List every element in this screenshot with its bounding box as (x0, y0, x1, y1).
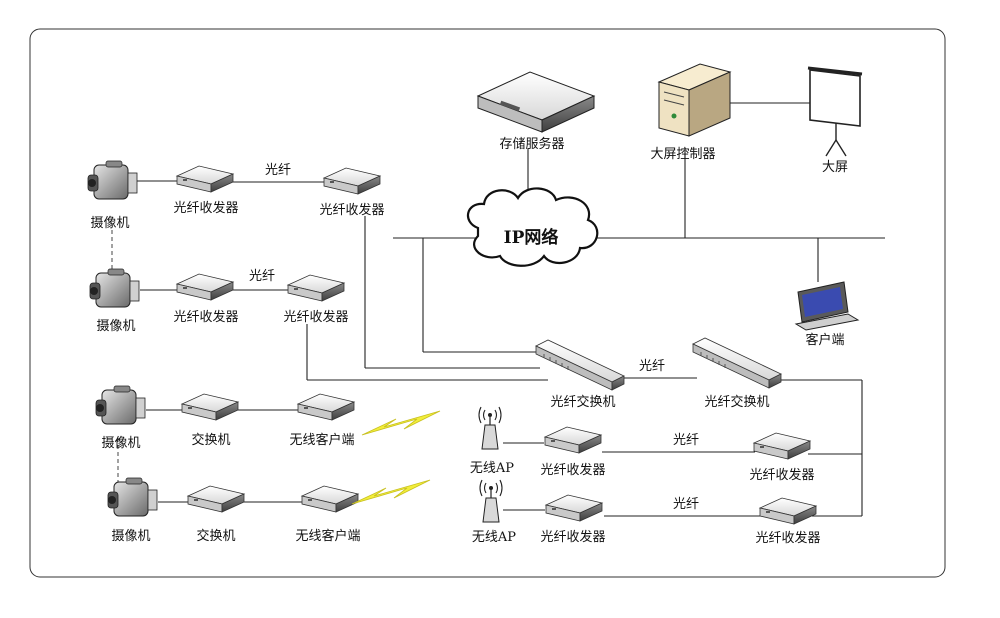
transceiver-2b: 光纤收发器 (283, 274, 349, 325)
ip-network-cloud: IP网络 (467, 187, 599, 267)
camera-3-label: 摄像机 (101, 436, 140, 451)
fiber-label-2: 光纤 (249, 269, 275, 284)
transceiver-1a-label: 光纤收发器 (173, 200, 238, 216)
wireless-ap-3-label: 无线AP (470, 461, 514, 476)
wireless-ap-3: 无线AP (470, 406, 514, 476)
camera-2: 摄像机 (89, 268, 140, 334)
wall-controller: 大屏控制器 (650, 63, 732, 162)
transceiver-2a-label: 光纤收发器 (173, 309, 238, 325)
wireless-client-4-label: 无线客户端 (295, 528, 360, 544)
wireless-client-3: 无线客户端 (289, 393, 355, 448)
client-label: 客户端 (805, 332, 844, 348)
camera-1: 摄像机 (87, 160, 138, 231)
wireless-signal-bolt (351, 479, 431, 505)
switch-4-label: 交换机 (196, 528, 235, 544)
transceiver-4b-label: 光纤收发器 (755, 530, 820, 546)
client-computer: 客户端 (794, 281, 860, 348)
switch-3: 交换机 (181, 393, 239, 448)
storage-server: 存储服务器 (476, 71, 596, 152)
transceiver-2b-label: 光纤收发器 (283, 309, 348, 325)
transceiver-2a: 光纤收发器 (173, 273, 239, 325)
fiber-label-4: 光纤 (673, 497, 699, 512)
connection-lines (111, 102, 885, 517)
camera-1-label: 摄像机 (90, 216, 129, 231)
transceiver-4a: 光纤收发器 (540, 494, 606, 545)
storage-server-label: 存储服务器 (499, 136, 564, 152)
wireless-row-2: 摄像机 交换机 无线客户端 无线AP 光纤收发器 光纤 光纤收发器 (107, 477, 821, 546)
transceiver-3a: 光纤收发器 (540, 426, 606, 478)
transceiver-3b-label: 光纤收发器 (749, 467, 814, 483)
transceiver-1b-label: 光纤收发器 (319, 202, 384, 218)
camera-3: 摄像机 (95, 385, 146, 451)
transceiver-1b: 光纤收发器 (319, 167, 385, 218)
switch-4: 交换机 (187, 485, 245, 544)
wireless-row-1: 摄像机 交换机 无线客户端 无线AP 光纤收发器 光纤 光纤收发器 (95, 385, 815, 483)
switch-3-label: 交换机 (191, 432, 230, 448)
fiber-switch-right: 光纤交换机 (692, 337, 782, 410)
fiber-label-1: 光纤 (265, 163, 291, 178)
wireless-ap-4-label: 无线AP (472, 530, 516, 545)
fiber-label-switches: 光纤 (639, 359, 665, 374)
wireless-client-3-label: 无线客户端 (289, 432, 354, 448)
transceiver-1a: 光纤收发器 (173, 165, 239, 216)
transceiver-3a-label: 光纤收发器 (540, 462, 605, 478)
fiber-label-3: 光纤 (673, 433, 699, 448)
big-screen: 大屏 (807, 66, 863, 175)
diagram-frame (29, 28, 946, 578)
camera-4-label: 摄像机 (111, 529, 150, 544)
camera-4: 摄像机 (107, 477, 158, 544)
wall-controller-label: 大屏控制器 (650, 147, 715, 162)
cloud-label: IP网络 (504, 227, 559, 248)
transceiver-4b: 光纤收发器 (755, 497, 821, 546)
big-screen-label: 大屏 (822, 160, 848, 175)
camera-row-1: 摄像机 光纤收发器 光纤 光纤收发器 (87, 160, 385, 231)
fiber-switch-left: 光纤交换机 (535, 339, 625, 410)
switch-left-label: 光纤交换机 (550, 394, 615, 410)
wireless-client-4: 无线客户端 (295, 485, 361, 544)
switch-right-label: 光纤交换机 (704, 394, 769, 410)
wireless-signal-bolt (361, 410, 441, 436)
wireless-ap-4: 无线AP (472, 479, 516, 545)
transceiver-3b: 光纤收发器 (749, 432, 815, 483)
camera-2-label: 摄像机 (96, 319, 135, 334)
transceiver-4a-label: 光纤收发器 (540, 529, 605, 545)
camera-row-2: 摄像机 光纤收发器 光纤 光纤收发器 (89, 268, 349, 334)
